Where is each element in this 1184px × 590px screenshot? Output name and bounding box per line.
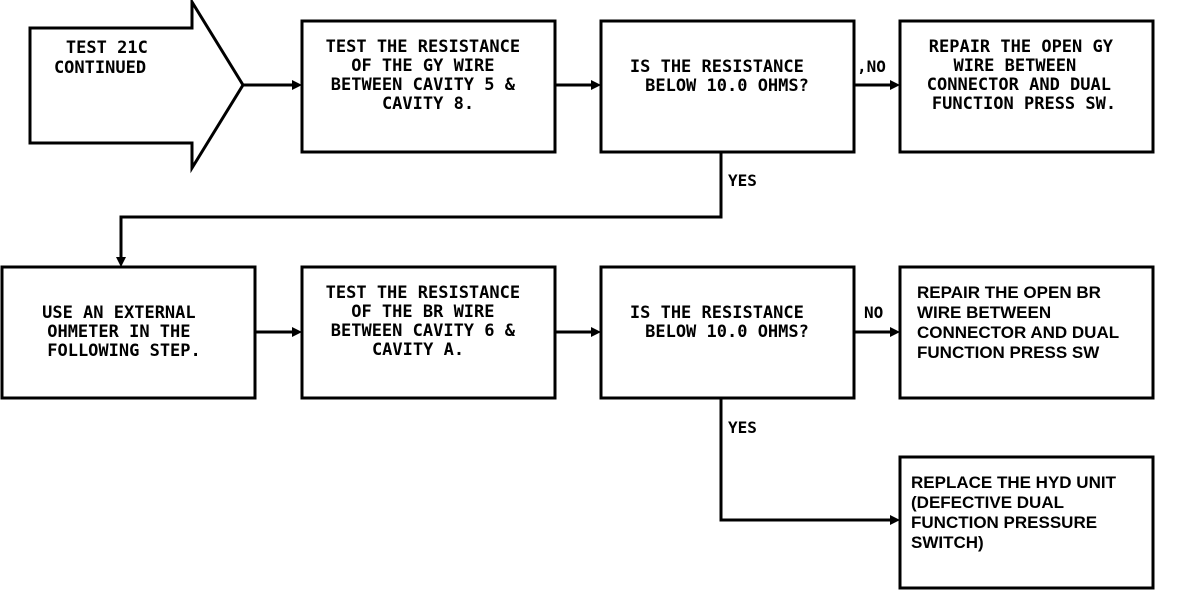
resistance-check-text-1: IS THE RESISTANCE BELOW 10.0 OHMS? [630,57,814,96]
arrowhead-repair-br [890,327,900,337]
arrowhead-ohmeter [116,257,126,267]
arrowhead-replace [890,515,900,525]
test-br-wire-box [300,265,557,400]
arrowhead-repair-gy [890,80,900,90]
start-label: TEST 21C CONTINUED [54,38,158,78]
resistance-check-box-2 [599,265,856,400]
replace-hyd-unit-text: REPLACE THE HYD UNIT (DEFECTIVE DUAL FUN… [911,473,1121,552]
start-arrow-shape [28,0,245,174]
no-label-bottom: NO [864,303,883,322]
test-gy-wire-box [300,19,557,154]
no-label-top: ,NO [857,57,886,76]
replace-hyd-unit-box [898,455,1155,590]
arrowhead-test-gy [292,80,302,90]
arrowhead-check-1 [591,80,601,90]
connector-check-2-yes-to-replace [719,398,892,522]
yes-label-bottom: YES [728,418,757,437]
test-br-wire-text: TEST THE RESISTANCE OF THE BR WIRE BETWE… [326,283,531,360]
repair-gy-wire-text: REPAIR THE OPEN GY WIRE BETWEEN CONNECTO… [927,37,1123,114]
resistance-check-box-1 [599,19,856,154]
test-gy-wire-text: TEST THE RESISTANCE OF THE GY WIRE BETWE… [326,37,531,114]
yes-label-top: YES [728,171,757,190]
repair-br-wire-box [898,265,1155,400]
repair-br-wire-text: REPAIR THE OPEN BR WIRE BETWEEN CONNECTO… [917,283,1124,362]
use-ohmeter-text: USE AN EXTERNAL OHMETER IN THE FOLLOWING… [42,303,206,361]
arrowhead-check-2 [591,327,601,337]
resistance-check-text-2: IS THE RESISTANCE BELOW 10.0 OHMS? [630,303,814,342]
repair-gy-wire-box [898,19,1155,154]
connector-check-1-yes-to-ohmeter [119,152,723,259]
arrowhead-test-br [292,327,302,337]
